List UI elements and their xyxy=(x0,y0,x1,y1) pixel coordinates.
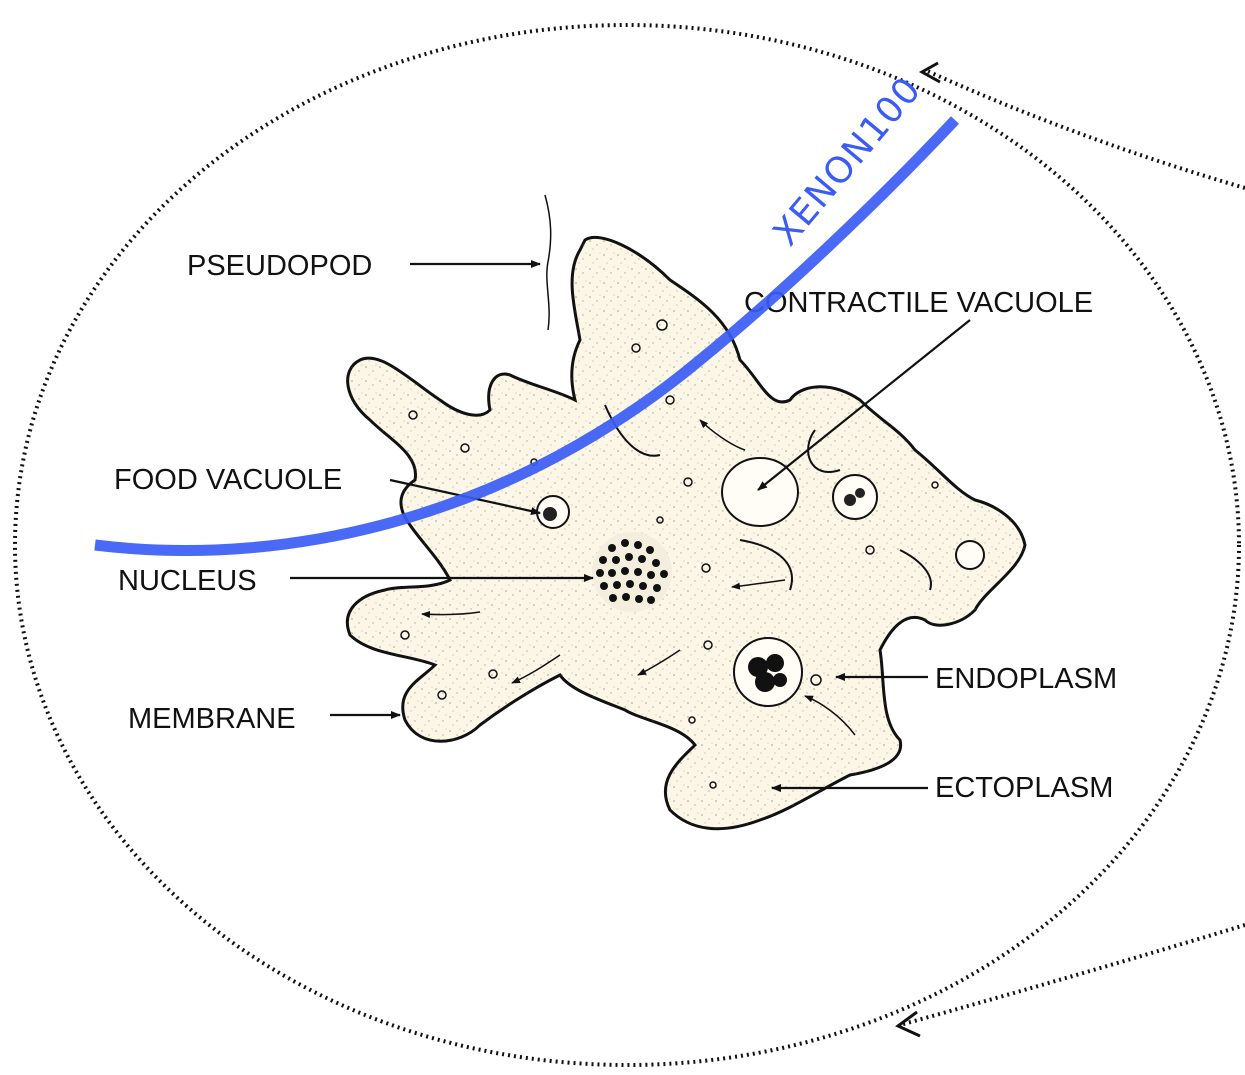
label-ectoplasm: ECTOPLASM xyxy=(935,772,1113,804)
food-vacuole xyxy=(956,541,984,569)
pseudopod-brace xyxy=(545,195,551,330)
dotted-arrowhead-bottom xyxy=(898,1012,920,1036)
label-food-vacuole: FOOD VACUOLE xyxy=(114,464,342,496)
dotted-arrow-bottom xyxy=(900,925,1245,1025)
cell-stipple xyxy=(347,237,1025,828)
amoeba-cell xyxy=(347,237,1025,828)
label-nucleus: NUCLEUS xyxy=(118,565,257,597)
dotted-arrowhead-top xyxy=(922,63,940,82)
food-particle xyxy=(543,507,557,521)
label-membrane: MEMBRANE xyxy=(128,703,296,735)
label-endoplasm: ENDOPLASM xyxy=(935,663,1117,695)
dotted-arrow-top xyxy=(925,70,1245,188)
nucleus xyxy=(592,532,672,612)
food-vacuole xyxy=(734,638,802,706)
label-contractile-vacuole: CONTRACTILE VACUOLE xyxy=(744,287,1093,319)
label-pseudopod: PSEUDOPOD xyxy=(187,250,372,282)
